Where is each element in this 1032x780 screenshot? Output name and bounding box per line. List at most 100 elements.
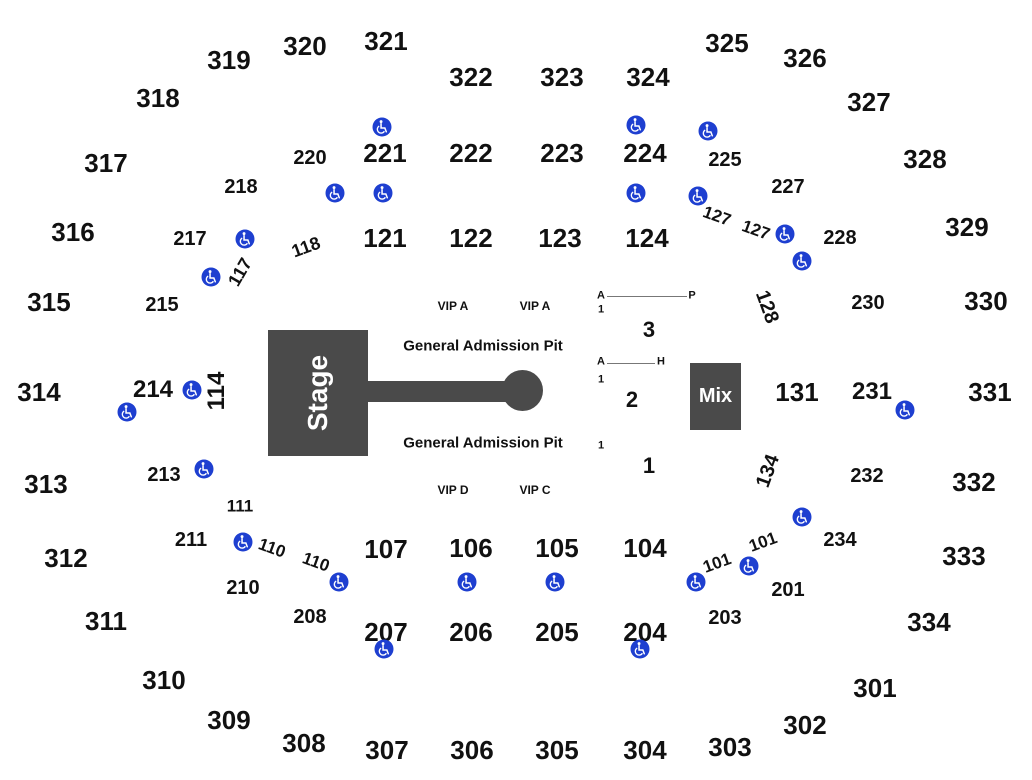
wheelchair-icon (686, 572, 706, 592)
section-label[interactable]: 232 (850, 465, 884, 487)
stage[interactable]: Stage (268, 330, 368, 456)
vip-label[interactable]: VIP D (437, 483, 469, 497)
section-label[interactable]: 127 (700, 202, 734, 230)
section-label[interactable]: 305 (535, 735, 579, 765)
vip-label[interactable]: VIP A (437, 299, 469, 313)
section-label[interactable]: 110 (299, 548, 333, 576)
section-label[interactable]: 106 (449, 533, 493, 563)
section-label[interactable]: 228 (823, 227, 857, 249)
wheelchair-icon (895, 400, 915, 420)
section-label[interactable]: 221 (363, 138, 407, 168)
mix-position[interactable]: Mix (690, 363, 741, 430)
section-label[interactable]: 208 (293, 606, 327, 628)
section-label[interactable]: 316 (51, 217, 95, 247)
section-label[interactable]: 223 (540, 138, 584, 168)
wheelchair-icon (233, 532, 253, 552)
section-label[interactable]: 315 (27, 287, 71, 317)
section-label[interactable]: 324 (626, 62, 670, 92)
section-label[interactable]: 331 (968, 377, 1012, 407)
section-label[interactable]: 204 (623, 617, 667, 647)
section-label[interactable]: 330 (964, 286, 1008, 316)
section-label[interactable]: 220 (293, 147, 327, 169)
section-label[interactable]: 310 (142, 665, 186, 695)
section-label[interactable]: 111 (226, 496, 254, 516)
section-label[interactable]: 101 (700, 549, 734, 577)
section-label[interactable]: 107 (364, 534, 408, 564)
section-label[interactable]: 110 (255, 534, 289, 562)
wheelchair-icon (698, 121, 718, 141)
section-label[interactable]: 222 (449, 138, 493, 168)
section-label[interactable]: 203 (708, 607, 742, 629)
section-label[interactable]: 122 (449, 223, 493, 253)
section-label[interactable]: 328 (903, 144, 947, 174)
ga-pit-label[interactable]: General Admission Pit (403, 337, 563, 355)
section-label[interactable]: 128 (750, 287, 784, 327)
section-label[interactable]: 314 (17, 377, 61, 407)
section-label[interactable]: 313 (24, 469, 68, 499)
section-label[interactable]: 224 (623, 138, 667, 168)
section-label[interactable]: 118 (288, 232, 324, 262)
section-label[interactable]: 301 (853, 673, 897, 703)
section-label[interactable]: 225 (708, 149, 742, 171)
section-label[interactable]: 114 (203, 371, 230, 411)
section-label[interactable]: 134 (751, 451, 785, 491)
section-label[interactable]: 206 (449, 617, 493, 647)
row-marker: 1 (597, 439, 605, 452)
section-label[interactable]: 304 (623, 735, 667, 765)
section-label[interactable]: 309 (207, 705, 251, 735)
section-label[interactable]: 327 (847, 87, 891, 117)
section-label[interactable]: 105 (535, 533, 579, 563)
section-label[interactable]: 218 (224, 176, 258, 198)
section-label[interactable]: 308 (282, 728, 326, 758)
row-range-line (607, 363, 655, 364)
section-label[interactable]: 117 (224, 254, 256, 290)
section-label[interactable]: 234 (823, 529, 857, 551)
section-label[interactable]: 329 (945, 212, 989, 242)
section-label[interactable]: 230 (851, 292, 885, 314)
section-label[interactable]: 325 (705, 28, 749, 58)
section-label[interactable]: 303 (708, 732, 752, 762)
section-label[interactable]: 318 (136, 83, 180, 113)
vip-label[interactable]: VIP C (519, 483, 551, 497)
wheelchair-icon (792, 507, 812, 527)
section-label[interactable]: 123 (538, 223, 582, 253)
section-label[interactable]: 332 (952, 467, 996, 497)
section-label[interactable]: 302 (783, 710, 827, 740)
section-label[interactable]: 323 (540, 62, 584, 92)
ga-pit-label[interactable]: General Admission Pit (403, 434, 563, 452)
section-label[interactable]: 321 (364, 26, 408, 56)
section-label[interactable]: 215 (145, 294, 179, 316)
section-label[interactable]: 214 (132, 376, 174, 403)
section-label[interactable]: 217 (173, 228, 207, 250)
floor-section-label[interactable]: 2 (625, 387, 639, 412)
section-label[interactable]: 334 (907, 607, 951, 637)
section-label[interactable]: 312 (44, 543, 88, 573)
section-label[interactable]: 227 (771, 176, 805, 198)
section-label[interactable]: 211 (174, 529, 208, 551)
section-label[interactable]: 231 (851, 378, 893, 405)
wheelchair-icon (182, 380, 202, 400)
section-label[interactable]: 205 (535, 617, 579, 647)
section-label[interactable]: 307 (365, 735, 409, 765)
section-label[interactable]: 101 (746, 528, 780, 556)
floor-section-label[interactable]: 1 (642, 453, 656, 478)
section-label[interactable]: 333 (942, 541, 986, 571)
section-label[interactable]: 320 (283, 31, 327, 61)
section-label[interactable]: 306 (450, 735, 494, 765)
section-label[interactable]: 317 (84, 148, 128, 178)
section-label[interactable]: 213 (147, 464, 181, 486)
section-label[interactable]: 104 (623, 533, 667, 563)
section-label[interactable]: 124 (625, 223, 669, 253)
section-label[interactable]: 311 (85, 606, 127, 636)
section-label[interactable]: 127 (739, 216, 773, 244)
section-label[interactable]: 319 (207, 45, 251, 75)
vip-label[interactable]: VIP A (519, 299, 551, 313)
section-label[interactable]: 326 (783, 43, 827, 73)
row-marker: A (597, 289, 605, 302)
section-label[interactable]: 121 (363, 223, 407, 253)
section-label[interactable]: 322 (449, 62, 493, 92)
section-label[interactable]: 201 (771, 579, 805, 601)
section-label[interactable]: 131 (775, 377, 819, 407)
section-label[interactable]: 210 (226, 577, 260, 599)
floor-section-label[interactable]: 3 (642, 317, 656, 342)
